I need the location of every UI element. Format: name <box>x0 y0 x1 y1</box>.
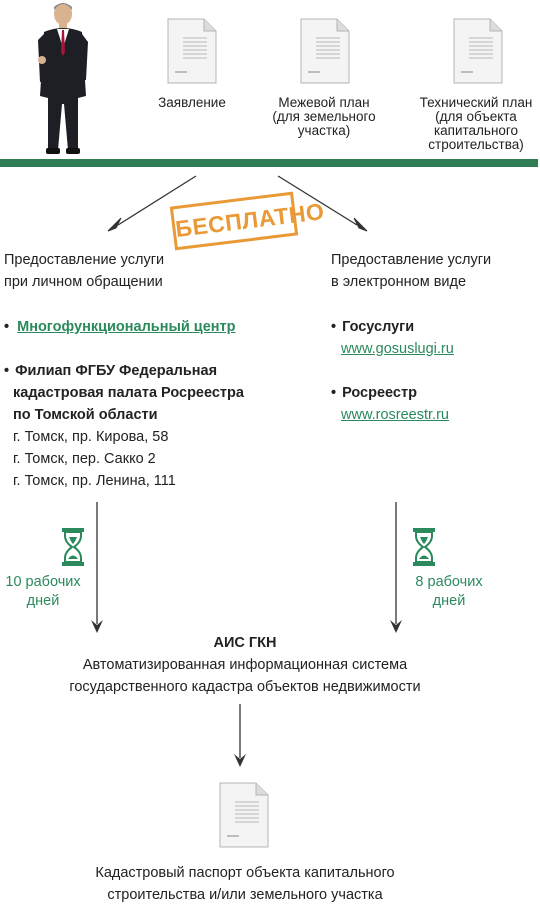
address-2: г. Томск, пер. Сакко 2 <box>13 451 156 467</box>
left-heading-line1: Предоставление услуги <box>4 252 165 268</box>
left-bullet-mfc: • Многофункциональный центр <box>4 316 264 338</box>
ais-block: АИС ГКН Автоматизированная информационна… <box>0 632 490 698</box>
split-arrows <box>107 175 368 232</box>
right-days-line2: дней <box>432 593 466 609</box>
result-arrow <box>234 704 246 767</box>
mfc-link[interactable]: Многофункциональный центр <box>17 319 236 335</box>
bullet-dot: • <box>331 385 337 401</box>
branch-title-line1: Филиап ФГБУ Федеральная <box>15 363 218 379</box>
bullet-dot: • <box>4 319 10 335</box>
result-line1: Кадастровый паспорт объекта капитального <box>95 865 395 881</box>
doc-label-survey-plan: Межевой план (для земельного участка) <box>272 95 376 138</box>
ais-line1: Автоматизированная информационная систем… <box>82 657 408 673</box>
right-bullet-gosuslugi: • Госуслуги www.gosuslugi.ru <box>331 316 531 360</box>
branch-title-line3: по Томской области <box>13 407 158 423</box>
ais-line2: государственного кадастра объектов недви… <box>69 679 421 695</box>
left-bullet-branch: • Филиап ФГБУ Федеральная кадастровая пал… <box>4 360 274 492</box>
left-days: 10 рабочих дней <box>0 573 86 611</box>
result-line2: строительства и/или земельного участка <box>107 887 383 903</box>
rosreestr-title: Росреестр <box>342 385 417 401</box>
businessman-figure <box>38 3 88 154</box>
right-days-line1: 8 рабочих <box>415 574 483 590</box>
doc-label-application: Заявление <box>158 95 226 110</box>
divider-bar <box>0 159 538 167</box>
address-1: г. Томск, пр. Кирова, 58 <box>13 429 169 445</box>
hourglass-icon <box>62 528 84 566</box>
hourglass-icon <box>413 528 435 566</box>
left-heading: Предоставление услуги при личном обращен… <box>4 249 224 293</box>
result-block: Кадастровый паспорт объекта капитального… <box>0 862 490 906</box>
right-heading: Предоставление услуги в электронном виде <box>331 249 531 293</box>
left-days-line1: 10 рабочих <box>5 574 81 590</box>
left-days-line2: дней <box>26 593 60 609</box>
left-heading-line2: при личном обращении <box>4 274 163 290</box>
right-days: 8 рабочих дней <box>406 573 492 611</box>
branch-title-line2: кадастровая палата Росреестра <box>13 385 244 401</box>
document-icon <box>167 18 217 84</box>
gosuslugi-title: Госуслуги <box>342 319 415 335</box>
document-icon <box>300 18 350 84</box>
document-icon <box>219 782 269 848</box>
bullet-dot: • <box>4 363 10 379</box>
rosreestr-link[interactable]: www.rosreestr.ru <box>341 407 449 423</box>
down-arrows <box>91 502 402 633</box>
document-icon <box>453 18 503 84</box>
doc-label-technical-plan: Технический план (для объекта капитально… <box>419 95 533 152</box>
right-heading-line1: Предоставление услуги <box>331 252 492 268</box>
ais-title: АИС ГКН <box>213 635 277 651</box>
address-3: г. Томск, пр. Ленина, 111 <box>13 473 176 489</box>
right-bullet-rosreestr: • Росреестр www.rosreestr.ru <box>331 382 531 426</box>
bullet-dot: • <box>331 319 337 335</box>
gosuslugi-link[interactable]: www.gosuslugi.ru <box>341 341 454 357</box>
right-heading-line2: в электронном виде <box>331 274 467 290</box>
